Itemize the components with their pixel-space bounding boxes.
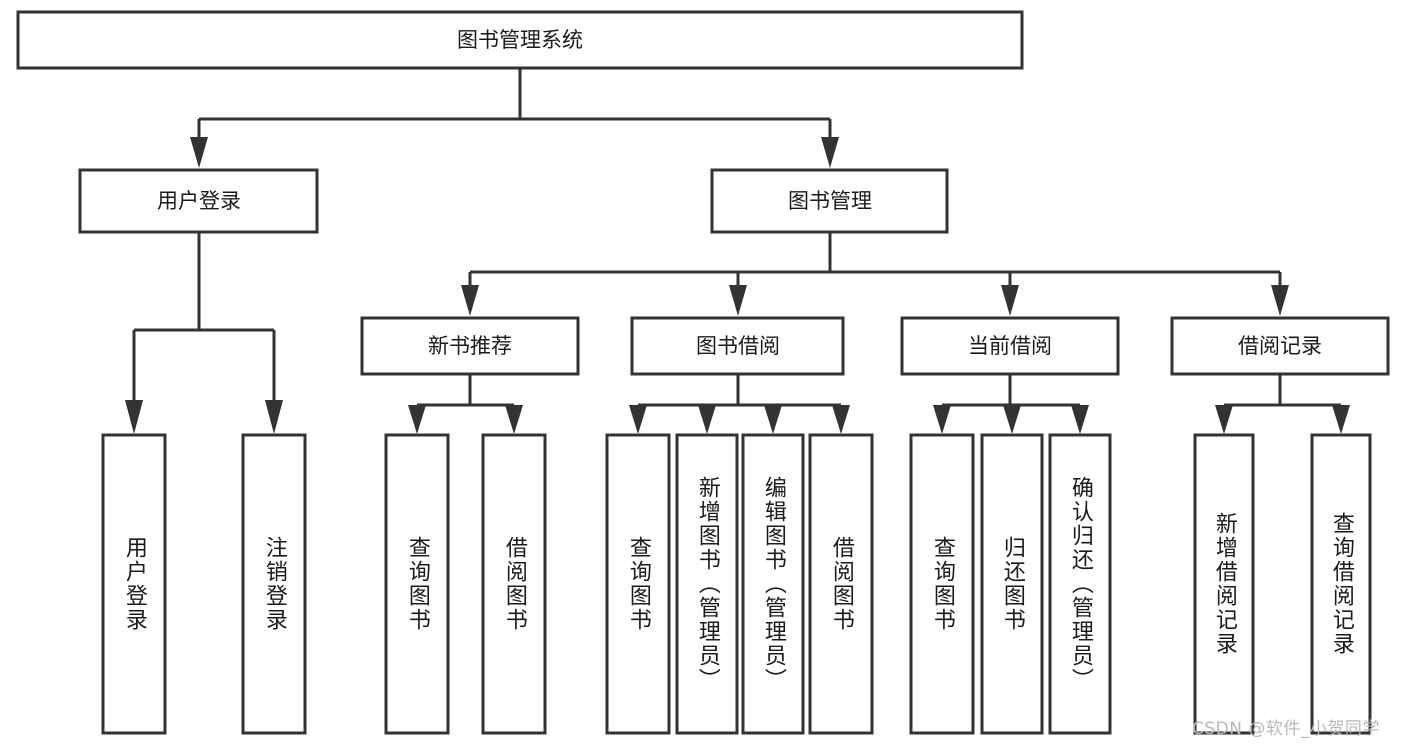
node-box-book-manage[interactable] (710, 168, 949, 234)
node-box-leaf-borrow-book-1[interactable] (481, 433, 547, 735)
connector-group-user-login (125, 232, 283, 434)
node-box-leaf-query-record[interactable] (1310, 433, 1372, 735)
arrow-root-to-user-login (190, 137, 208, 168)
label-book-manage: 图书管理 (788, 189, 872, 213)
arrow-leaf-query-book-3 (933, 405, 951, 434)
connector-group-book-borrow (629, 374, 850, 434)
node-box-leaf-query-book-1[interactable] (384, 433, 450, 735)
csdn-watermark: CSDN @软件_小贺同学 (1192, 719, 1380, 739)
arrow-leaf-return-book (1003, 405, 1021, 434)
connector-group-new-book-recommend (408, 374, 523, 434)
arrow-leaf-query-book-1 (408, 405, 426, 434)
label-book-borrow: 图书借阅 (696, 334, 780, 358)
node-box-user-login[interactable] (78, 168, 319, 234)
node-box-leaf-borrow-book-2[interactable] (808, 433, 874, 735)
arrow-leaf-borrow-book-1 (505, 405, 523, 434)
node-box-current-borrow[interactable] (900, 316, 1120, 376)
arrow-to-new-book-recommend (461, 285, 479, 316)
node-box-title[interactable] (16, 10, 1024, 70)
connector-group-current-borrow (933, 374, 1089, 434)
arrow-leaf-add-record (1215, 405, 1233, 434)
node-box-leaf-logout[interactable] (241, 433, 307, 735)
node-box-leaf-query-book-2[interactable] (605, 433, 671, 735)
connector-group-book-manage (461, 232, 1289, 316)
label-borrow-record: 借阅记录 (1238, 334, 1322, 358)
connector-group-borrow-record (1215, 374, 1350, 434)
node-box-book-borrow[interactable] (630, 316, 845, 376)
node-box-borrow-record[interactable] (1170, 316, 1390, 376)
arrow-leaf-logout (265, 400, 283, 434)
node-box-leaf-query-book-3[interactable] (909, 433, 975, 735)
arrow-leaf-borrow-book-2 (832, 405, 850, 434)
label-user-login: 用户登录 (157, 189, 241, 213)
node-box-leaf-add-record[interactable] (1193, 433, 1255, 735)
label-current-borrow: 当前借阅 (968, 334, 1052, 358)
label-new-book-recommend: 新书推荐 (428, 334, 512, 358)
arrow-to-borrow-record (1271, 285, 1289, 316)
arrow-leaf-edit-book (764, 405, 782, 434)
arrow-leaf-user-login (125, 400, 143, 434)
arrow-to-book-borrow (729, 285, 747, 316)
arrow-to-current-borrow (1001, 285, 1019, 316)
node-box-new-book-recommend[interactable] (360, 316, 580, 376)
node-box-leaf-add-book[interactable] (675, 433, 739, 735)
node-box-leaf-edit-book[interactable] (741, 433, 805, 735)
node-box-leaf-confirm-return[interactable] (1048, 433, 1112, 735)
arrow-leaf-confirm-return (1071, 405, 1089, 434)
label-title: 图书管理系统 (457, 28, 583, 52)
arrow-leaf-query-book-2 (629, 405, 647, 434)
node-box-leaf-user-login[interactable] (101, 433, 167, 735)
node-box-leaf-return-book[interactable] (980, 433, 1044, 735)
arrow-leaf-add-book (698, 405, 716, 434)
arrow-root-to-book-manage (821, 137, 839, 168)
connector-group-root (190, 68, 839, 168)
arrow-leaf-query-record (1332, 405, 1350, 434)
